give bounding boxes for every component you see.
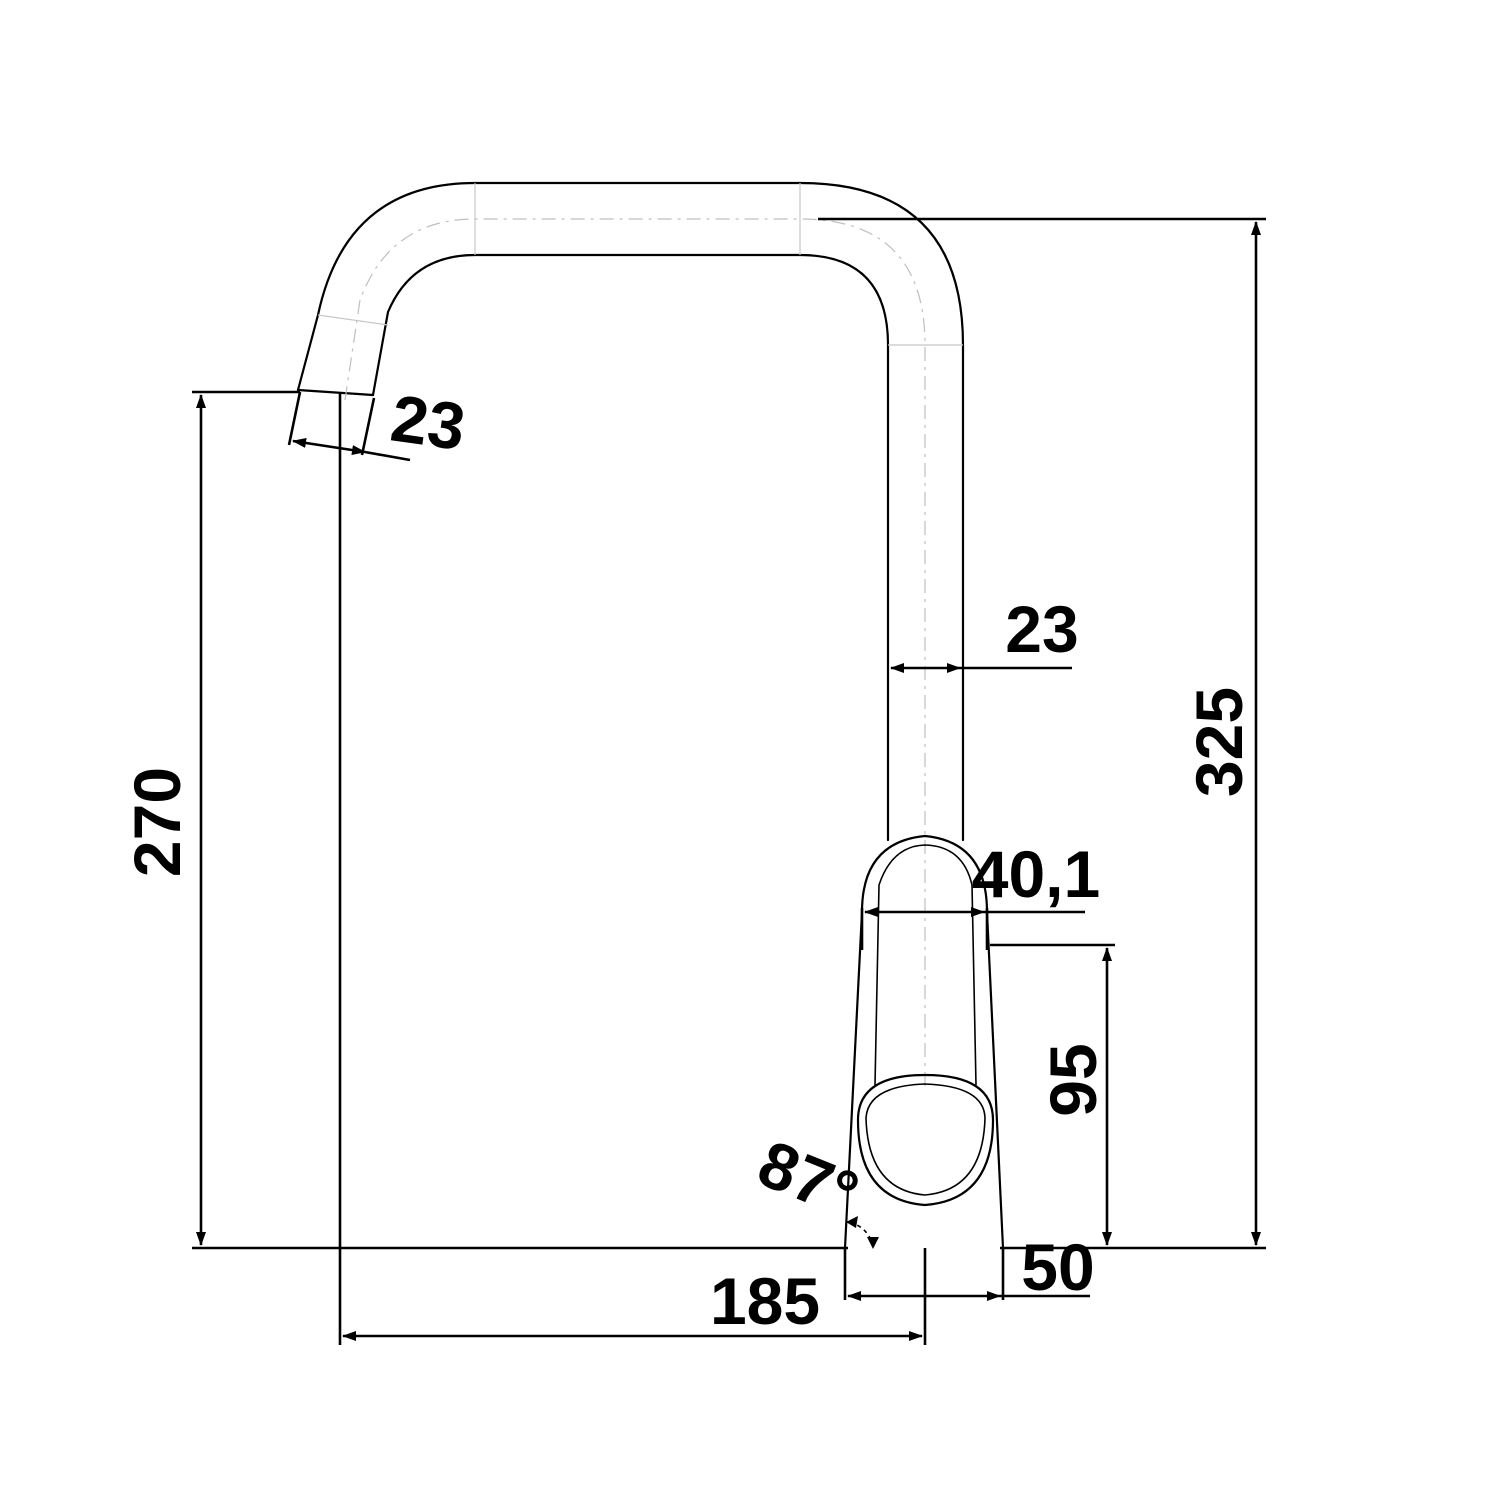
label-pipe-diameter: 23 [1005,592,1078,666]
angle-87-arrow [846,1216,858,1228]
angle-87-arrow [867,1237,879,1249]
label-reach: 185 [710,1264,820,1338]
spout-joint [317,314,389,326]
spout-23-dimension-line [292,438,366,455]
label-lever-height: 95 [1036,1043,1110,1116]
spout-23-leader [364,450,411,462]
spout-outer-contour [296,181,965,842]
spout-outlet [296,388,375,397]
faucet-outline [296,181,1005,1250]
label-overall-height: 325 [1182,687,1256,797]
lever-handle-inner [865,1083,986,1196]
label-spout-diameter: 23 [387,380,470,463]
spout-extension-right [360,397,376,456]
label-base-diameter: 50 [1021,1230,1094,1304]
spout-inner-contour [371,253,890,842]
label-body-width: 40,1 [972,837,1100,911]
spout-extension-left [287,391,302,446]
dimension-lines [192,217,1266,1345]
faucet-body-inner [874,844,977,1086]
lever-handle [856,1073,995,1207]
label-spout-height: 270 [120,767,194,877]
dimension-labels: 325 270 95 23 23 40,1 50 185 87° [120,380,1256,1338]
tube-center-line [344,218,926,1090]
faucet-body [843,834,1005,1250]
